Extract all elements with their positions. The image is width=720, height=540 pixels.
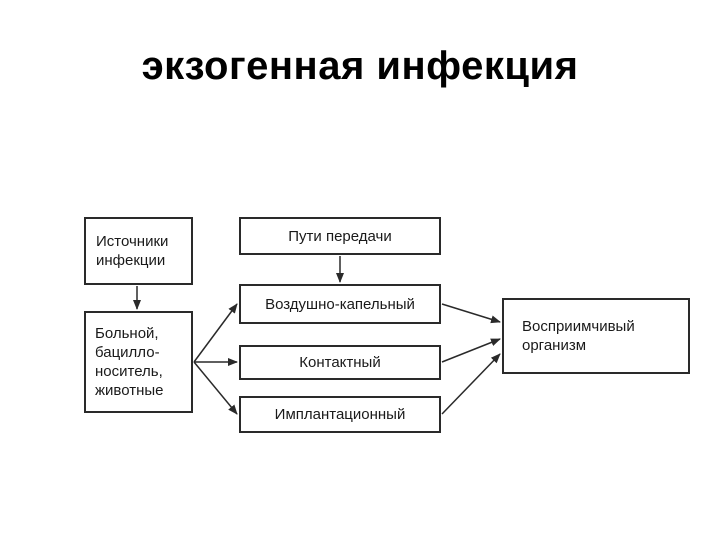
sources-list-box: Больной, бацилло- носитель, животные — [84, 311, 193, 413]
route-contact-label: Контактный — [299, 354, 381, 371]
organism-line-1: Восприимчивый — [522, 318, 635, 335]
arrow-list-to-implant — [193, 361, 238, 415]
route-implant-label: Имплантационный — [274, 406, 406, 423]
routes-header-label: Пути передачи — [288, 227, 392, 245]
arrow-airborne-to-organism — [441, 303, 501, 324]
organism-line-2: организм — [522, 337, 587, 354]
page-title: экзогенная инфекция — [141, 44, 579, 88]
arrow-contact-to-organism — [441, 338, 501, 363]
route-airborne-box: Воздушно-капельный — [239, 284, 441, 324]
sources-list-line-3: носитель, — [95, 363, 163, 380]
arrow-implant-to-organism — [441, 353, 501, 415]
sources-list-line-1: Больной, — [95, 325, 159, 342]
route-implant-box: Имплантационный — [239, 396, 441, 433]
arrow-list-to-airborne — [193, 303, 238, 363]
sources-header-line-2: инфекции — [96, 252, 166, 269]
sources-list-line-4: животные — [95, 382, 164, 399]
sources-header-box: Источники инфекции — [84, 217, 193, 285]
organism-box: Восприимчивый организм — [502, 298, 690, 374]
routes-header-box: Пути передачи — [239, 217, 441, 255]
route-airborne-label: Воздушно-капельный — [265, 295, 415, 313]
sources-header-line-1: Источники — [96, 233, 169, 250]
route-contact-box: Контактный — [239, 345, 441, 380]
sources-list-line-2: бацилло- — [95, 344, 160, 361]
